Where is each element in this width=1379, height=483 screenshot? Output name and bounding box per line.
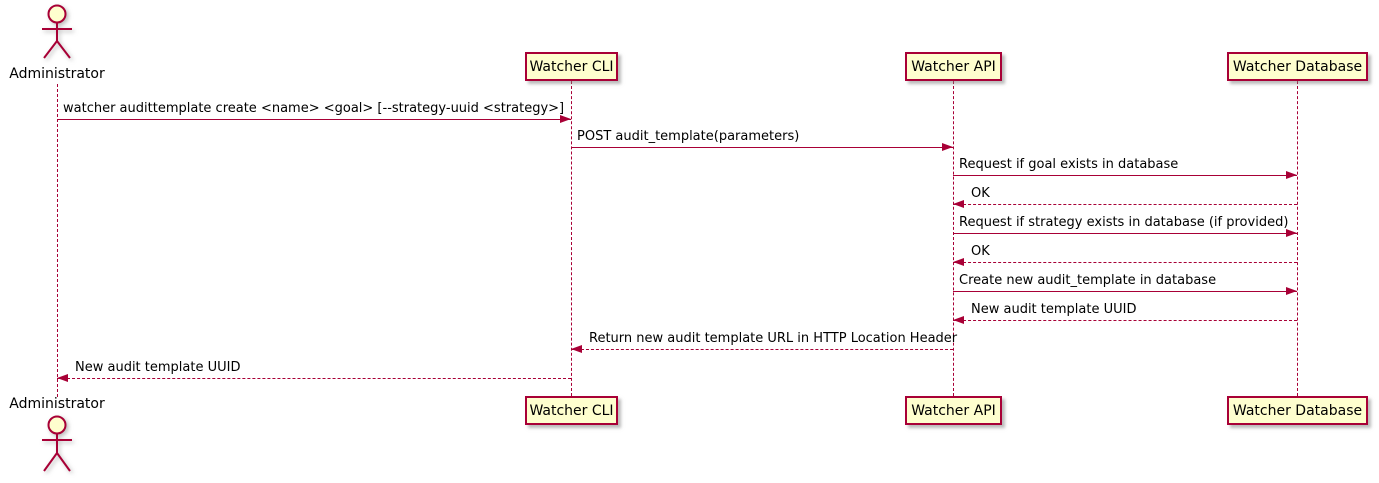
message-label: POST audit_template(parameters) xyxy=(577,129,800,144)
participant-watcher-cli-bottom: Watcher CLI xyxy=(525,396,618,425)
message-label: Return new audit template URL in HTTP Lo… xyxy=(589,331,958,346)
arrowhead-right-icon xyxy=(560,115,571,123)
participant-watcher-database-top: Watcher Database xyxy=(1227,52,1368,81)
arrowhead-left-icon xyxy=(57,374,68,382)
participant-watcher-cli-top: Watcher CLI xyxy=(525,52,618,81)
participant-watcher-api-top: Watcher API xyxy=(905,52,1002,81)
message-line xyxy=(953,233,1297,234)
message-line xyxy=(953,175,1297,176)
actor-administrator-top: Administrator xyxy=(7,3,107,83)
message-label: OK xyxy=(971,244,990,259)
arrowhead-left-icon xyxy=(953,258,964,266)
lifeline-watcher-api xyxy=(953,81,954,396)
message-label: Request if goal exists in database xyxy=(959,157,1179,172)
message-3: Request if goal exists in database xyxy=(953,157,1297,181)
participant-label: Watcher API xyxy=(911,402,996,419)
message-line xyxy=(953,291,1297,292)
message-label: New audit template UUID xyxy=(75,360,241,375)
arrowhead-right-icon xyxy=(1286,229,1297,237)
message-line xyxy=(953,262,1297,263)
actor-label: Administrator xyxy=(9,66,105,82)
message-label: Request if strategy exists in database (… xyxy=(959,215,1289,230)
participant-watcher-api-bottom: Watcher API xyxy=(905,396,1002,425)
arrowhead-left-icon xyxy=(571,345,582,353)
message-8: New audit template UUID xyxy=(953,302,1297,326)
message-line xyxy=(571,147,953,148)
participant-watcher-database-bottom: Watcher Database xyxy=(1227,396,1368,425)
message-line xyxy=(571,349,953,350)
participant-label: Watcher API xyxy=(911,58,996,75)
message-4: OK xyxy=(953,186,1297,210)
message-line xyxy=(57,119,571,120)
message-line xyxy=(953,204,1297,205)
lifeline-watcher-cli xyxy=(571,81,572,396)
message-9: Return new audit template URL in HTTP Lo… xyxy=(571,331,957,355)
message-label: New audit template UUID xyxy=(971,302,1137,317)
participant-label: Watcher CLI xyxy=(529,58,614,75)
participant-label: Watcher Database xyxy=(1232,402,1363,419)
message-line xyxy=(953,320,1297,321)
arrowhead-right-icon xyxy=(942,143,953,151)
lifeline-administrator xyxy=(57,84,58,397)
message-7: Create new audit_template in database xyxy=(953,273,1297,297)
actor-icon xyxy=(42,4,72,59)
message-label: OK xyxy=(971,186,990,201)
message-10: New audit template UUID xyxy=(57,360,571,384)
lifeline-watcher-database xyxy=(1297,81,1298,396)
message-1: watcher audittemplate create <name> <goa… xyxy=(57,101,571,125)
message-2: POST audit_template(parameters) xyxy=(571,129,953,153)
arrowhead-right-icon xyxy=(1286,287,1297,295)
arrowhead-right-icon xyxy=(1286,171,1297,179)
actor-administrator-bottom: Administrator xyxy=(7,396,107,483)
actor-label: Administrator xyxy=(9,396,105,412)
message-label: watcher audittemplate create <name> <goa… xyxy=(63,101,565,116)
message-line xyxy=(57,378,571,379)
message-label: Create new audit_template in database xyxy=(959,273,1217,288)
arrowhead-left-icon xyxy=(953,316,964,324)
message-5: Request if strategy exists in database (… xyxy=(953,215,1297,239)
participant-label: Watcher CLI xyxy=(529,402,614,419)
actor-icon xyxy=(42,415,72,472)
participant-label: Watcher Database xyxy=(1232,58,1363,75)
arrowhead-left-icon xyxy=(953,200,964,208)
message-6: OK xyxy=(953,244,1297,268)
